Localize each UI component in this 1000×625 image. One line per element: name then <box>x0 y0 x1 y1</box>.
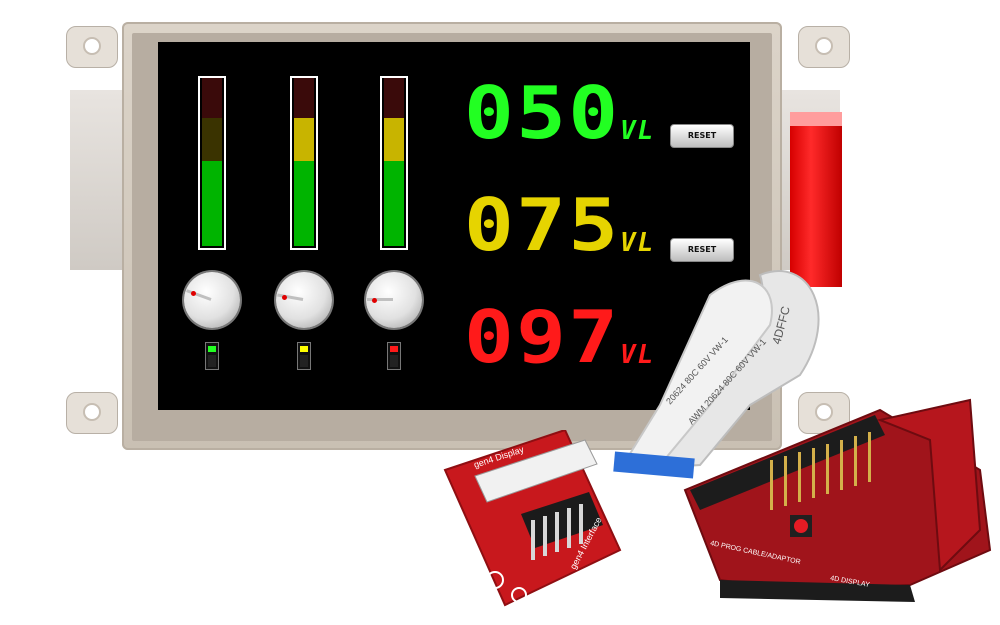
led-lamp-icon <box>300 346 308 352</box>
led-body <box>208 355 216 367</box>
mount-hole-icon <box>83 37 101 55</box>
level-bar-segment <box>384 161 404 246</box>
red-connector-block <box>790 112 842 287</box>
mount-tab-top-right <box>798 26 850 68</box>
certification-icon <box>486 571 504 589</box>
ribbon-cable: 20624 80C 60V VW-1 AWM 20624 80C 60V VW-… <box>613 270 820 479</box>
level-bar-segment <box>202 78 222 118</box>
readout-1: 050 VL <box>464 77 653 149</box>
red-connector-top <box>790 112 842 126</box>
led-lamp-icon <box>208 346 216 352</box>
mount-hole-icon <box>83 403 101 421</box>
reset-button-2[interactable]: RESET <box>670 238 734 262</box>
knob-pointer-icon <box>186 289 212 301</box>
level-bar-segment <box>384 78 404 118</box>
readout-3: 097 VL <box>464 301 653 373</box>
lcd-screen: 050 VL 075 VL 097 VL RESET RESET <box>158 42 750 410</box>
level-bar-segment <box>202 118 222 161</box>
led-lamp-icon <box>390 346 398 352</box>
reset-switch-cap-icon <box>794 519 808 533</box>
level-bar-1 <box>198 76 226 250</box>
knob-pointer-icon <box>367 298 393 301</box>
mount-hole-icon <box>815 37 833 55</box>
programming-adapter-board: 4D PROG CABLE/ADAPTOR 4D DISPLAY <box>683 398 992 602</box>
rotary-knob-1[interactable] <box>184 272 240 328</box>
mount-hole-icon <box>815 403 833 421</box>
readout-value: 097 <box>464 295 621 379</box>
recycle-icon <box>511 587 527 603</box>
led-body <box>390 355 398 367</box>
mount-tab-bottom-left <box>66 392 118 434</box>
level-bar-2 <box>290 76 318 250</box>
level-bar-segment <box>294 161 314 246</box>
level-bar-3 <box>380 76 408 250</box>
led-body <box>300 355 308 367</box>
knob-indicator-icon <box>372 298 377 303</box>
level-bar-segment <box>294 118 314 161</box>
readout-unit: VL <box>620 228 656 258</box>
rotary-knob-2[interactable] <box>276 272 332 328</box>
knob-indicator-icon <box>282 294 288 300</box>
status-led-2 <box>297 342 311 370</box>
reset-button-1[interactable]: RESET <box>670 124 734 148</box>
rotary-knob-3[interactable] <box>366 272 422 328</box>
readout-value: 075 <box>464 183 621 267</box>
readout-2: 075 VL <box>464 189 653 261</box>
level-bar-segment <box>294 78 314 118</box>
readout-unit: VL <box>620 340 656 370</box>
readout-unit: VL <box>620 116 656 146</box>
knob-indicator-icon <box>191 291 197 297</box>
level-bar-segment <box>384 118 404 161</box>
level-bar-segment <box>202 161 222 246</box>
status-led-3 <box>387 342 401 370</box>
status-led-1 <box>205 342 219 370</box>
mount-tab-top-left <box>66 26 118 68</box>
knob-pointer-icon <box>277 293 304 301</box>
small-adapter-board: gen4 Display gen4 Interface <box>443 430 622 607</box>
readout-value: 050 <box>464 71 621 155</box>
